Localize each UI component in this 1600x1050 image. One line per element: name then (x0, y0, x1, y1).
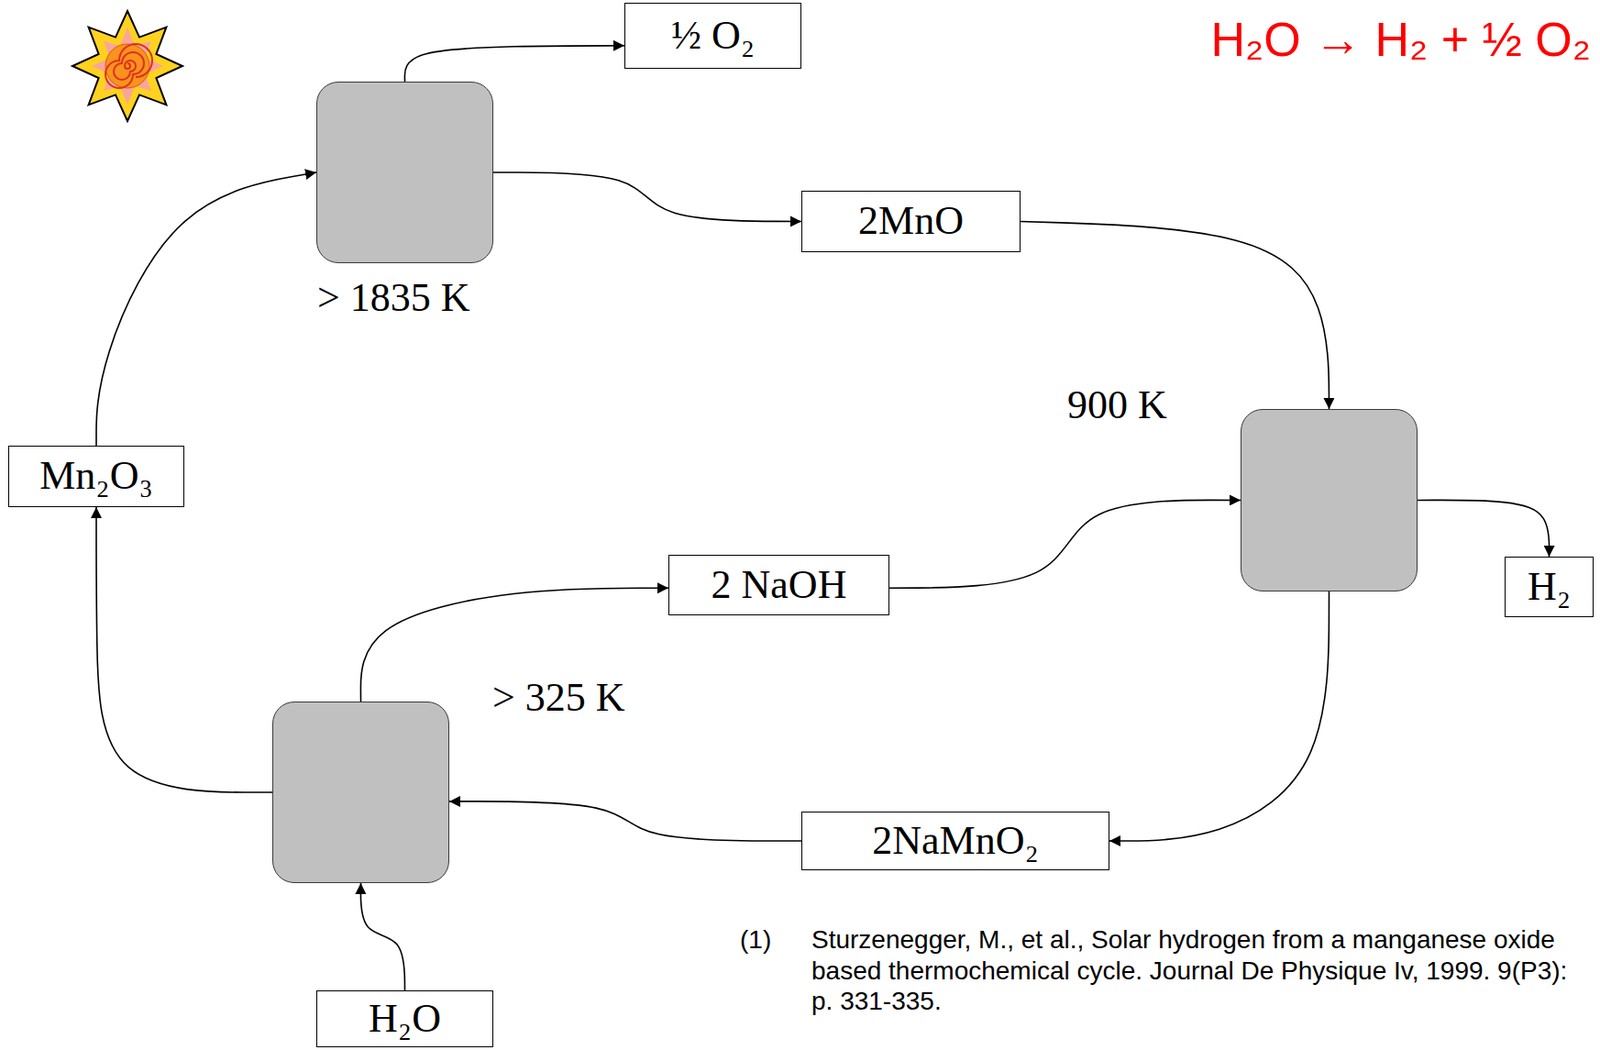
temperature-label: 900 K (1067, 382, 1168, 430)
species-label: ½ O₂ (671, 13, 755, 58)
species-label: H₂ (1527, 564, 1571, 609)
species-label: 2 NaOH (711, 562, 848, 607)
species-box: Mn₂O₃ (8, 445, 185, 508)
reactor-box: 900 K (1240, 408, 1418, 592)
species-box: 2 NaOH (668, 554, 890, 616)
flow-arrow (889, 499, 1241, 588)
species-box: 2MnO (801, 190, 1021, 253)
flow-arrow (1109, 591, 1330, 841)
species-label: 2NaMnO₂ (871, 818, 1039, 863)
flow-arrow (449, 801, 802, 841)
species-box: ½ O₂ (624, 2, 802, 69)
temperature-label: > 325 K (492, 674, 626, 722)
species-box: H₂O (316, 990, 494, 1048)
species-label: 2MnO (858, 198, 964, 243)
sun-inner-rays (91, 27, 164, 105)
species-label: Mn₂O₃ (39, 453, 154, 498)
flow-arrow (360, 882, 405, 991)
reference-number: (1) (739, 924, 772, 956)
flow-arrow (404, 45, 625, 82)
reactor-box: > 1835 K (316, 81, 494, 264)
reactor-box: > 325 K (272, 701, 450, 883)
flow-arrow (96, 172, 317, 446)
sun-spiral (105, 44, 153, 89)
species-box: 2NaMnO₂ (801, 811, 1110, 871)
flow-arrow (1417, 499, 1550, 557)
species-box: H₂ (1504, 556, 1594, 618)
flow-arrow (96, 507, 273, 793)
reference-text: Sturzenegger, M., et al., Solar hydrogen… (811, 924, 1591, 1017)
equation-title: H₂O → H₂ + ½ O₂ (1210, 12, 1591, 68)
temperature-label: > 1835 K (317, 275, 471, 322)
species-label: H₂O (368, 996, 442, 1041)
sun-rays (72, 11, 183, 122)
flow-arrow (493, 172, 802, 222)
flow-arrow (1020, 221, 1330, 410)
